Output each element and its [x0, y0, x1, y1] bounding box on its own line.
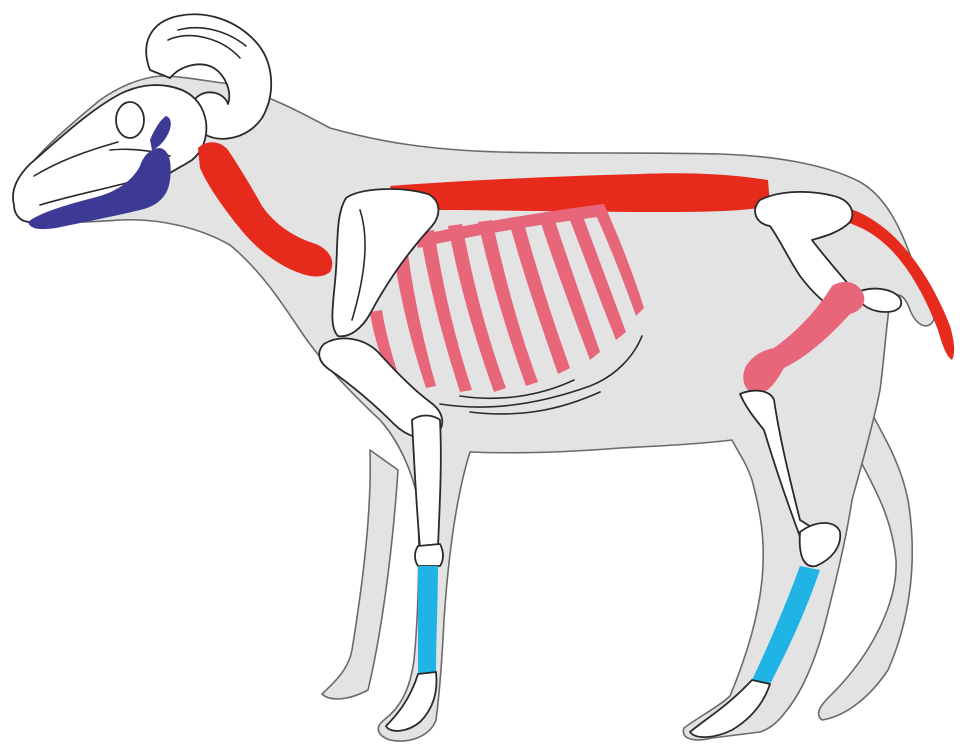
carpals — [415, 544, 443, 566]
orbit — [116, 102, 144, 138]
metacarpal-highlight — [418, 566, 438, 674]
far-front-leg — [322, 450, 398, 699]
radius-ulna — [412, 416, 441, 549]
